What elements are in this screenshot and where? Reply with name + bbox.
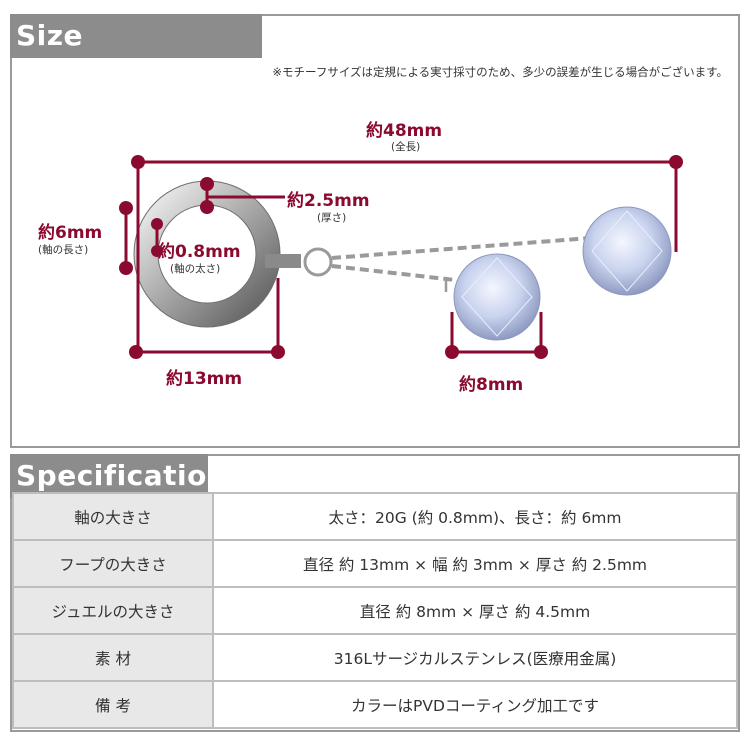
product-diagram	[119, 155, 683, 359]
spec-value: 316Lサージカルステンレス(医療用金属)	[212, 633, 738, 682]
table-row: フープの大きさ 直径 約 13mm × 幅 約 3mm × 厚さ 約 2.5mm	[12, 539, 738, 588]
spec-key: 備 考	[12, 680, 214, 729]
spec-value: 太さ：20G (約 0.8mm)、長さ：約 6mm	[212, 492, 738, 541]
spec-value: 直径 約 8mm × 厚さ 約 4.5mm	[212, 586, 738, 635]
spec-key: 素 材	[12, 633, 214, 682]
shaft-length-label: 約6mm	[38, 223, 103, 243]
chain-image	[303, 236, 591, 292]
jewel-diameter-label: 約8mm	[459, 375, 524, 395]
spec-key: ジュエルの大きさ	[12, 586, 214, 635]
shaft-width-sublabel: (軸の太さ)	[170, 263, 221, 275]
shaft-width-label: 約0.8mm	[158, 242, 241, 262]
specification-title: Specification	[10, 454, 227, 498]
total-length-label: 約48mm	[366, 121, 443, 141]
table-row: 素 材 316Lサージカルステンレス(医療用金属)	[12, 633, 738, 682]
hoop-diameter-label: 約13mm	[166, 369, 243, 389]
size-info-title: Size Information	[10, 14, 262, 96]
jewel-image-front	[453, 253, 541, 341]
table-row: 備 考 カラーはPVDコーティング加工です	[12, 680, 738, 729]
dimension-lines	[119, 155, 683, 359]
table-row: 軸の大きさ 太さ：20G (約 0.8mm)、長さ：約 6mm	[12, 492, 738, 541]
thickness-sublabel: (厚さ)	[317, 212, 347, 224]
jewel-image-back	[582, 206, 672, 296]
thickness-label: 約2.5mm	[287, 191, 370, 211]
shaft-length-sublabel: (軸の長さ)	[38, 244, 89, 256]
spec-key: フープの大きさ	[12, 539, 214, 588]
total-length-sublabel: (全長)	[391, 141, 421, 153]
table-row: ジュエルの大きさ 直径 約 8mm × 厚さ 約 4.5mm	[12, 586, 738, 635]
specification-table: 軸の大きさ 太さ：20G (約 0.8mm)、長さ：約 6mm フープの大きさ …	[12, 492, 738, 729]
measurement-note: ※モチーフサイズは定規による実寸採寸のため、多少の誤差が生じる場合がございます。	[272, 65, 728, 79]
spec-value: 直径 約 13mm × 幅 約 3mm × 厚さ 約 2.5mm	[212, 539, 738, 588]
spec-value: カラーはPVDコーティング加工です	[212, 680, 738, 729]
spec-key: 軸の大きさ	[12, 492, 214, 541]
